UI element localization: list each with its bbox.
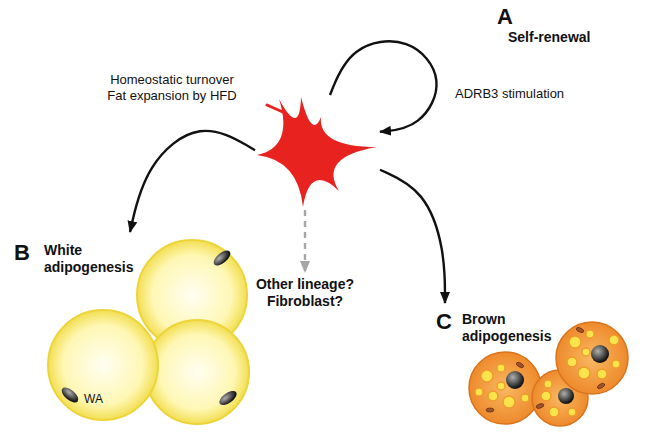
lipid-droplet [549, 407, 559, 417]
lipid-droplet [497, 382, 505, 390]
connector-arrow [304, 210, 306, 272]
lineage-label: Other lineage? Fibroblast? [253, 276, 357, 310]
arrow-label: ADRB3 stimulation [455, 86, 564, 102]
lipid-droplet [488, 391, 498, 401]
group-heading: Brown adipogenesis [462, 311, 554, 345]
lipid-droplet [503, 396, 515, 408]
white-adipocyte [145, 320, 249, 424]
brown-adipocyte [556, 322, 628, 394]
lipid-droplet [578, 367, 590, 379]
panel-letter: C [436, 309, 452, 335]
connector-arrow [330, 41, 437, 132]
lipid-droplet [481, 370, 493, 382]
lipid-droplet [497, 364, 505, 372]
nucleus [591, 345, 609, 363]
cell-process [267, 105, 285, 113]
lipid-droplet [541, 391, 551, 401]
lineage-node: Other lineage? Fibroblast? [249, 272, 361, 314]
lipid-droplet [475, 388, 483, 396]
mitochondrion [486, 408, 494, 412]
mitochondrion [576, 326, 585, 333]
connector-arrow [130, 131, 255, 232]
lipid-droplet [597, 369, 607, 379]
cell-body [257, 97, 377, 207]
arrow-label: Homeostatic turnover Fat expansion by HF… [105, 72, 239, 105]
nucleus [211, 248, 233, 269]
lipid-droplet [544, 380, 552, 388]
progenitor-cell [257, 97, 377, 207]
white-adipocyte [48, 310, 158, 420]
lipid-droplet [567, 357, 577, 367]
connector-arrow [380, 170, 445, 303]
cell-label: WA [84, 392, 103, 406]
white-adipocyte-group: B White adipogenesisWA [10, 232, 255, 426]
lipid-droplet [586, 330, 594, 338]
panel-letter: B [14, 240, 30, 266]
group-heading: White adipogenesis [44, 242, 136, 276]
brown-adipocyte [469, 352, 541, 424]
nucleus [506, 371, 524, 389]
panel-letter: A [497, 4, 513, 30]
nucleus [558, 388, 574, 404]
lipid-droplet [582, 348, 590, 356]
mitochondrion [597, 382, 606, 389]
lipid-droplet [569, 336, 581, 348]
lipid-droplet [609, 335, 619, 345]
nucleus [217, 388, 239, 408]
arrow-label: Self-renewal [508, 29, 590, 47]
nucleus [59, 385, 81, 406]
mitochondrion [516, 361, 525, 368]
brown-adipocyte-group: C Brown adipogenesis [432, 303, 632, 428]
mitochondrion [536, 403, 545, 409]
progenitor-cell: A [255, 95, 380, 210]
lipid-droplet [612, 360, 620, 368]
lipid-droplet [521, 394, 529, 402]
lipid-droplet [568, 408, 576, 416]
